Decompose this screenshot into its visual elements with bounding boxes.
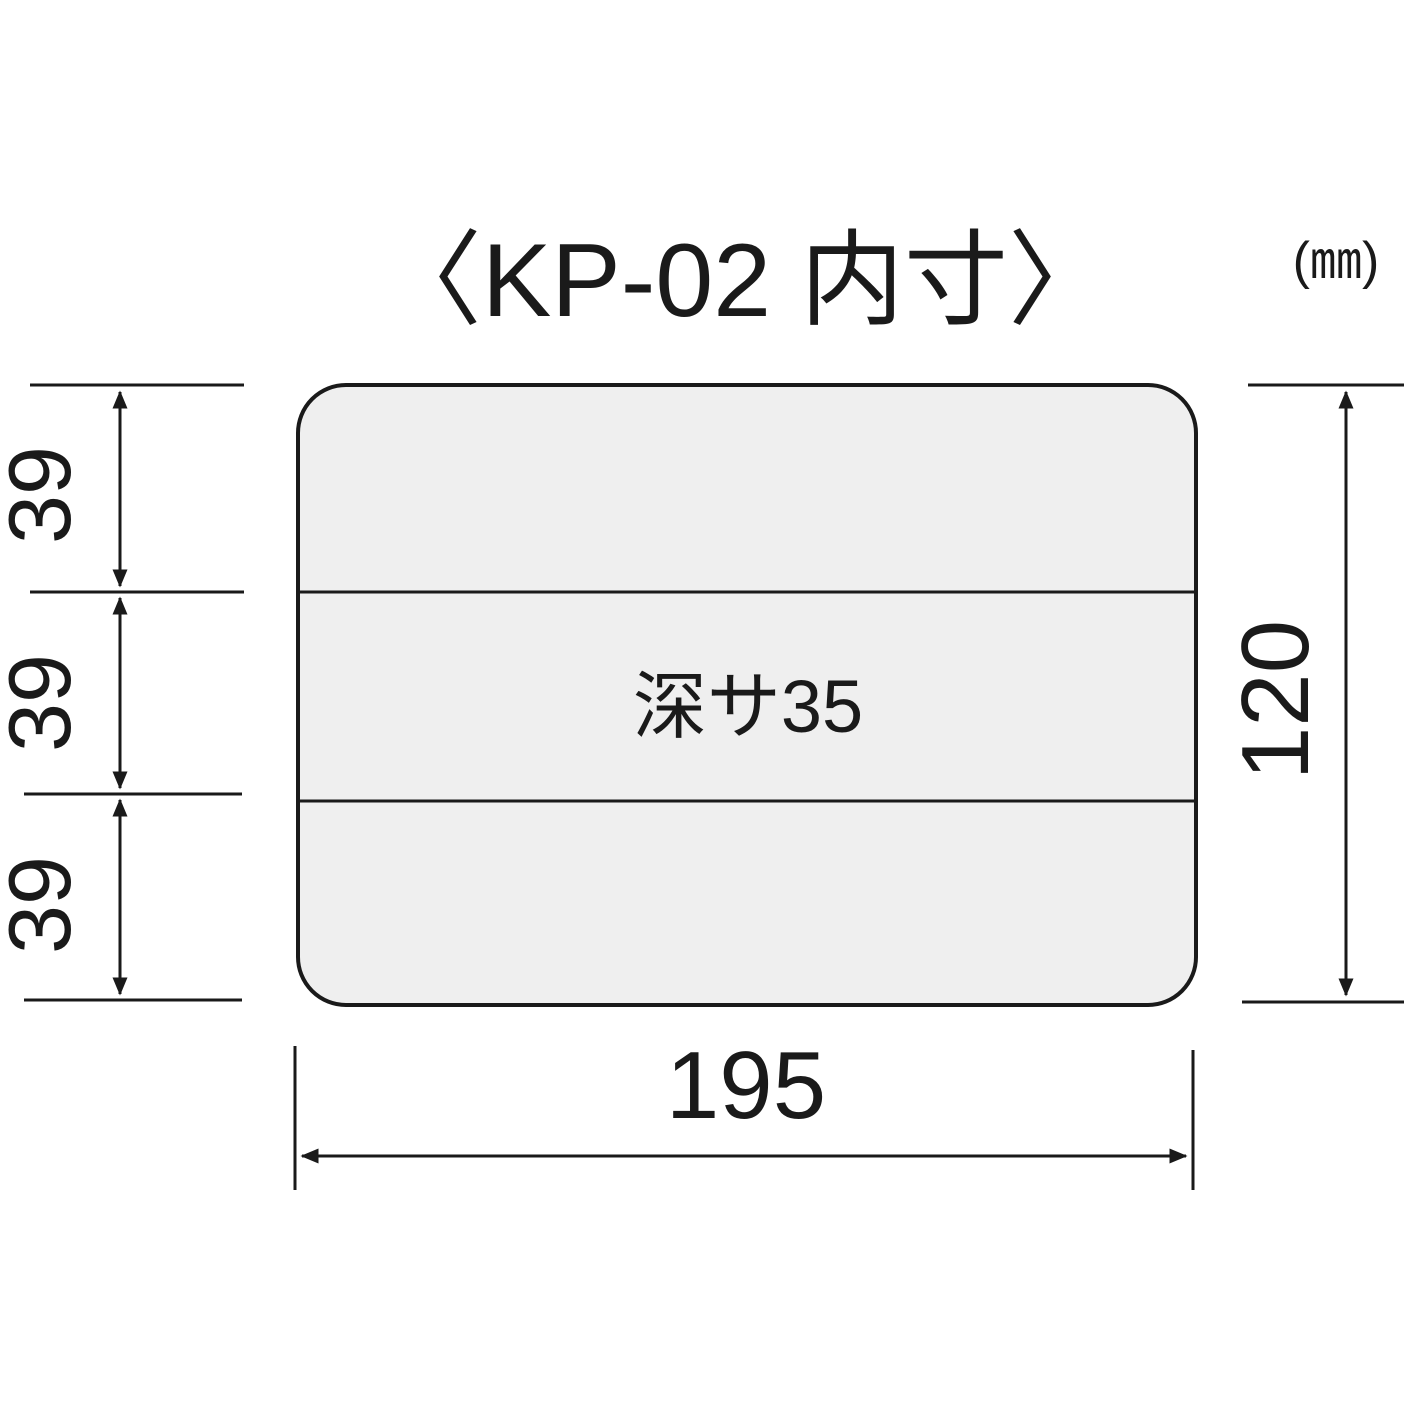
unit-label: (㎜) xyxy=(1293,232,1380,290)
section-2-label: 39 xyxy=(0,654,89,752)
width-label: 195 xyxy=(666,1032,826,1139)
section-3-label: 39 xyxy=(0,856,89,954)
diagram-title: 〈KP-02 内寸〉 xyxy=(378,223,1112,339)
depth-label: 深サ35 xyxy=(633,665,863,748)
tray-outline xyxy=(296,383,1198,1007)
section-1-label: 39 xyxy=(0,446,89,544)
height-label: 120 xyxy=(1222,620,1329,780)
